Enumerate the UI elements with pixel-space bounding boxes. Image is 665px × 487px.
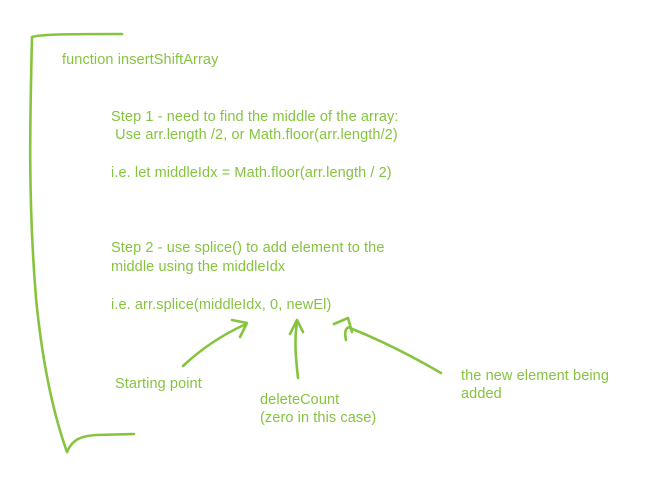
step2-line2: middle using the middleIdx <box>111 259 286 275</box>
step2-example: i.e. arr.splice(middleIdx, 0, newEl) <box>111 297 332 313</box>
new-element-label-cont: added <box>461 386 502 402</box>
delete-count-label: deleteCount <box>260 392 340 408</box>
step1-line2: Use arr.length /2, or Math.floor(arr.len… <box>111 127 398 143</box>
step2-line1: Step 2 - use splice() to add element to … <box>111 240 385 256</box>
arrow-to-zero-icon <box>288 318 305 380</box>
delete-count-note: (zero in this case) <box>260 410 377 426</box>
arrow-to-newel-icon <box>332 316 443 375</box>
step1-line1: Step 1 - need to find the middle of the … <box>111 109 399 125</box>
new-element-label: the new element being <box>461 368 610 384</box>
step1-example: i.e. let middleIdx = Math.floor(arr.leng… <box>111 165 392 181</box>
function-title: function insertShiftArray <box>62 52 219 68</box>
left-curly-brace-icon <box>28 32 136 454</box>
starting-point-label: Starting point <box>115 376 202 392</box>
arrow-to-middleidx-icon <box>181 318 249 368</box>
